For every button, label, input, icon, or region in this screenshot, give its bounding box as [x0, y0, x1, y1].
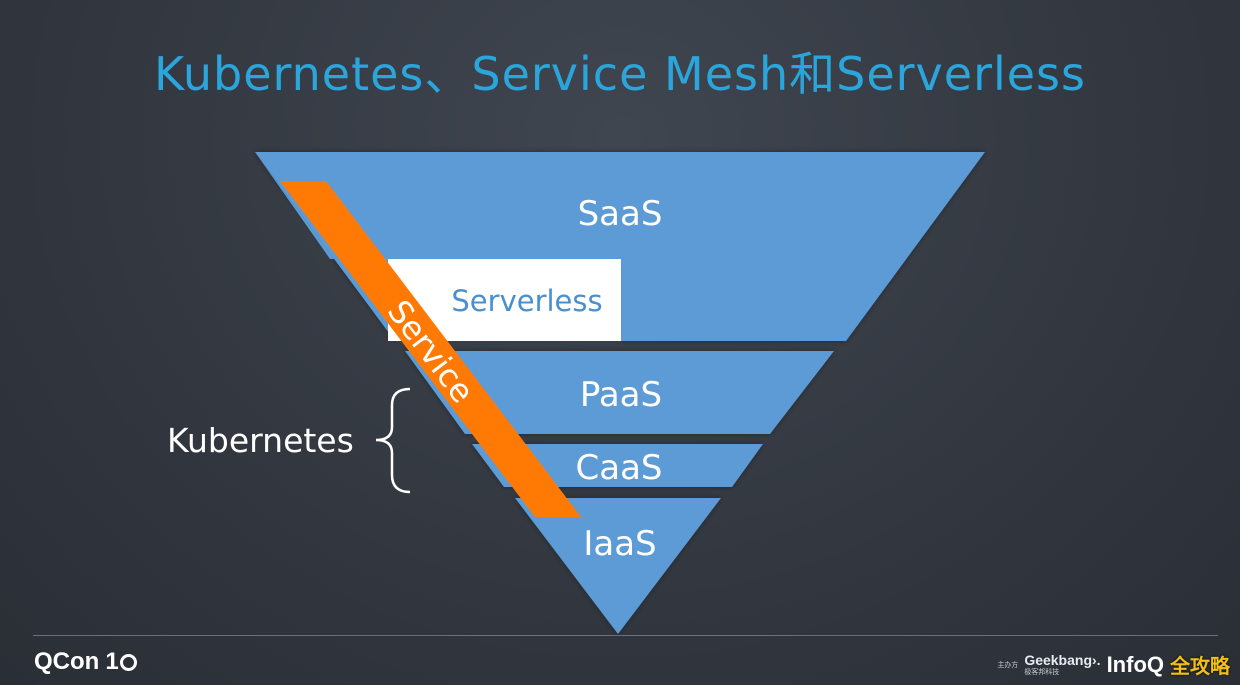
iaas-label: IaaS: [583, 524, 656, 564]
sponsor-logos: 主办方 Geekbang›. 极客邦科技 InfoQ 全攻略: [997, 650, 1230, 679]
kubernetes-label: Kubernetes: [167, 421, 354, 460]
left-curly-brace-icon: [375, 387, 411, 494]
iaas-layer: [515, 498, 721, 634]
footer-divider: [33, 635, 1218, 636]
geekbang-text: Geekbang›.: [1024, 652, 1101, 668]
watermark: 全攻略: [1170, 656, 1230, 678]
organizer-label: 主办方: [997, 661, 1019, 669]
saas-left-edge: [255, 152, 395, 341]
infoq-logo: InfoQ: [1106, 651, 1164, 677]
paas-layer: [405, 351, 834, 434]
qcon-edition-one: 1: [105, 648, 119, 675]
service-band: [280, 181, 581, 517]
paas-label: PaaS: [580, 375, 662, 415]
geekbang-subtext: 极客邦科技: [1024, 669, 1060, 676]
geekbang-logo: Geekbang›. 极客邦科技: [1024, 653, 1100, 676]
qcon-text: QCon: [34, 648, 100, 675]
serverless-label: Serverless: [451, 284, 602, 318]
qcon-edition: 1: [105, 648, 137, 676]
saas-label: SaaS: [578, 194, 663, 234]
zero-circle-icon: [119, 653, 137, 671]
slide-title: Kubernetes、Service Mesh和Serverless: [154, 47, 1086, 101]
caas-label: CaaS: [576, 448, 663, 488]
qcon-logo: QCon 1: [34, 648, 137, 676]
saas-layer: [255, 152, 985, 341]
